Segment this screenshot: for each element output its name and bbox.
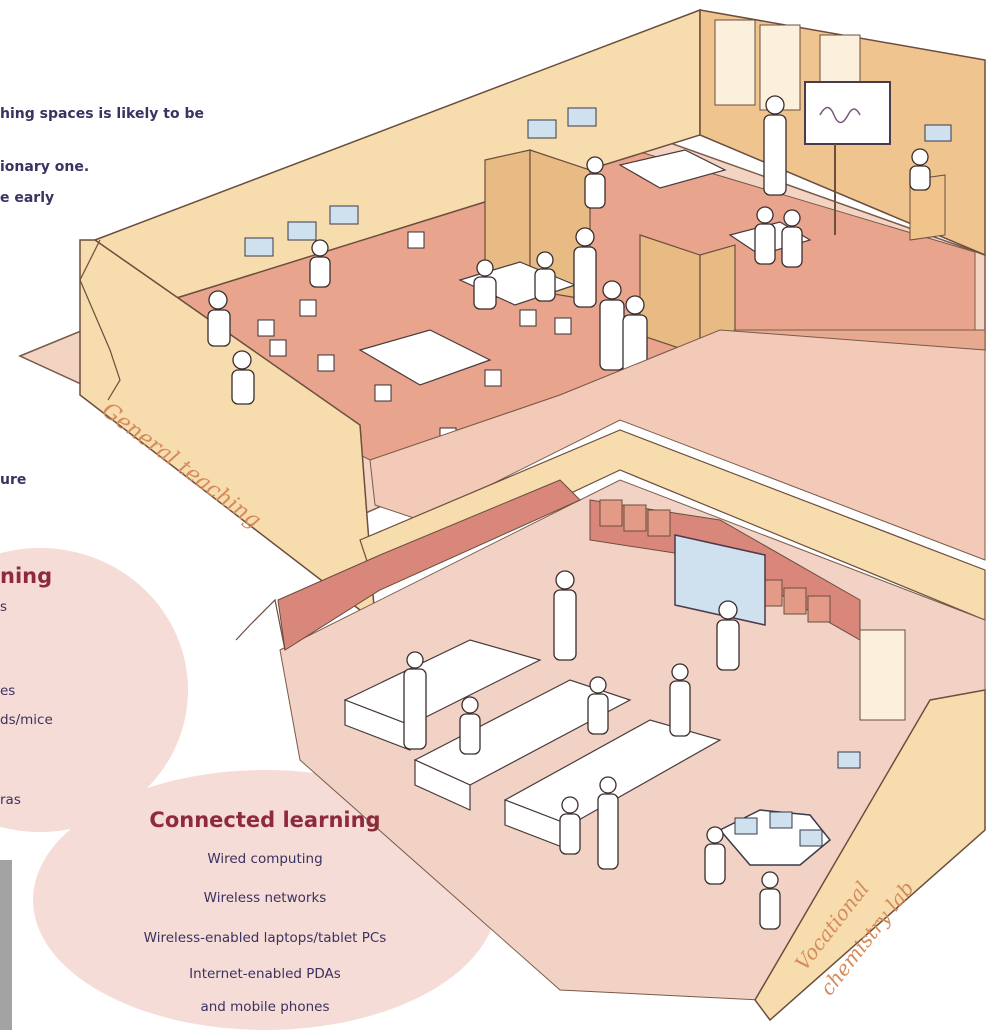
lab-door — [859, 629, 906, 721]
left-bubble-item: ras — [0, 792, 21, 808]
intro-line-4: ure — [0, 472, 27, 488]
connected-item-wireless: Wireless networks — [203, 890, 327, 906]
lower-people — [403, 570, 781, 930]
lab-benches — [343, 639, 722, 851]
lower-right-wall — [754, 689, 986, 1022]
connected-item-wired: Wired computing — [207, 851, 323, 867]
connected-item-laptops: Wireless-enabled laptops/tablet PCs — [143, 930, 387, 946]
connected-bubble-bg — [33, 770, 497, 1030]
cabinet — [909, 174, 946, 241]
cut-edge-lower — [235, 598, 286, 651]
upper-windows — [714, 19, 861, 121]
connected-learning-title: Connected learning — [149, 808, 381, 832]
left-bubble-item: s — [0, 599, 8, 615]
connected-item-pdas: Internet-enabled PDAs — [189, 966, 341, 982]
left-bubble-bg — [0, 548, 188, 832]
lab-whiteboard — [674, 534, 766, 626]
intro-line-3: e early — [0, 190, 55, 206]
gray-side-panel — [0, 860, 12, 1030]
connected-item-phones: and mobile phones — [200, 999, 330, 1015]
intro-line-1: hing spaces is likely to be — [0, 106, 204, 122]
cut-edge-left — [79, 239, 121, 401]
left-bubble-title: ning — [0, 564, 53, 588]
intro-line-2: ionary one. — [0, 159, 90, 175]
mid-slab — [369, 329, 986, 561]
wall-monitors — [244, 107, 952, 257]
station-monitors — [734, 751, 861, 847]
left-bubble-item: ds/mice — [0, 712, 53, 728]
left-bubble-item: es — [0, 683, 16, 699]
whiteboard — [804, 81, 891, 235]
